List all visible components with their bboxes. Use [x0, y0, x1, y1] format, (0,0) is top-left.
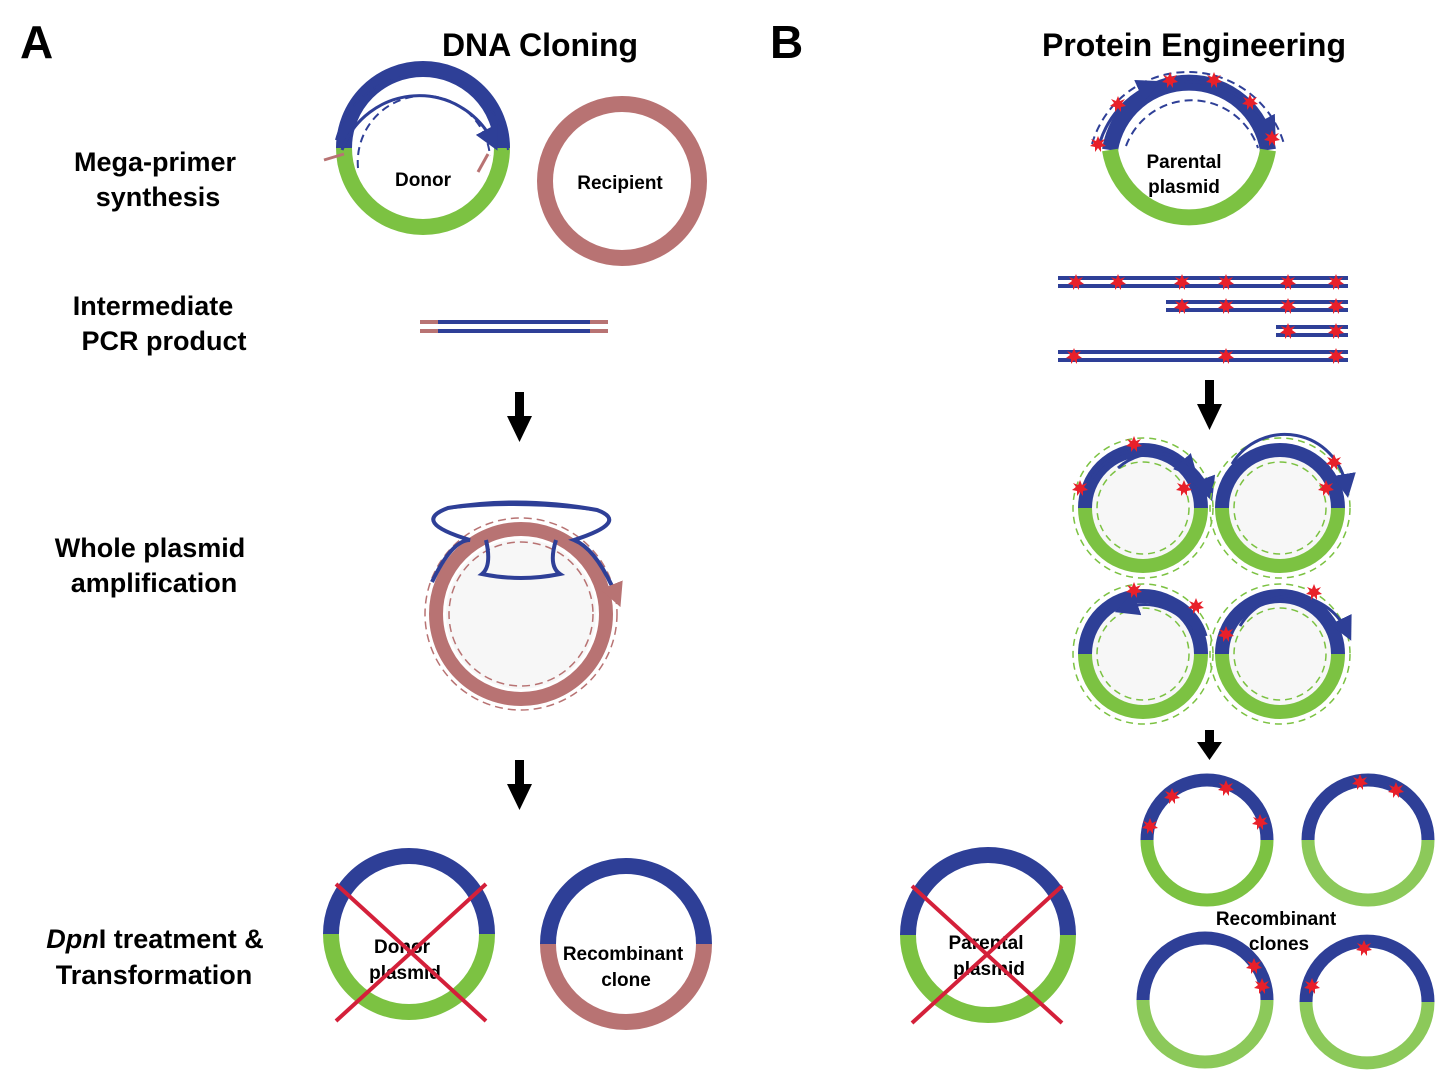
donor-plasmid	[323, 61, 510, 235]
parental-plasmid-label-line1: Parental	[1147, 152, 1222, 173]
recombinant-clone-label-line2: clone	[601, 970, 651, 991]
parental-cross-mark	[910, 884, 1064, 1025]
donor-cross-mark	[334, 882, 488, 1023]
donor-label: Donor	[395, 170, 452, 191]
arrow-down-b1	[1197, 380, 1222, 430]
panel-b-title: Protein Engineering	[1042, 27, 1346, 63]
step-whole-plasmid-line1: Whole plasmid	[55, 533, 246, 563]
recombinant-clone	[540, 858, 712, 1030]
parental-plasmid-crossed	[900, 847, 1076, 1023]
step-whole-plasmid-line2: amplification	[71, 568, 238, 598]
amplification-circle-1	[1072, 436, 1216, 579]
arrow-down-a2	[507, 760, 532, 810]
recombinant-clones-label-line1: Recombinant	[1216, 909, 1337, 930]
recipient-plasmid	[537, 96, 707, 266]
recombinant-clone-4	[1299, 934, 1435, 1070]
donor-plasmid-crossed	[323, 848, 495, 1020]
parental-plasmid-label-line2: plasmid	[1148, 177, 1220, 198]
arrow-down-b2	[1197, 730, 1222, 760]
intermediate-pcr-product	[420, 320, 608, 333]
step-intermediate-line1: Intermediate	[73, 291, 234, 321]
amplification-circle-4	[1209, 583, 1352, 725]
donor-plasmid-label-line2: plasmid	[369, 963, 441, 984]
parental-plasmid-top	[1090, 71, 1285, 226]
recipient-label: Recipient	[577, 173, 663, 194]
panel-a-letter: A	[20, 16, 53, 68]
recombinant-clone-3	[1136, 931, 1274, 1069]
step-transformation: Transformation	[56, 960, 253, 990]
step-dpni-italic: Dpn	[46, 924, 98, 954]
amplification-circle-2	[1209, 432, 1356, 579]
arrow-down-a1	[507, 392, 532, 442]
donor-plasmid-label-line1: Donor	[374, 937, 431, 958]
panel-a-title: DNA Cloning	[442, 27, 638, 63]
step-dpni-rest: I treatment &	[99, 924, 264, 954]
whole-plasmid-amplification	[424, 500, 623, 711]
step-mega-primer-line1: Mega-primer	[74, 147, 237, 177]
parental-crossed-label-line1: Parental	[949, 933, 1024, 954]
recombinant-clone-2	[1301, 773, 1435, 907]
amplification-circle-3	[1072, 582, 1214, 725]
step-intermediate-line2: PCR product	[82, 326, 247, 356]
step-mega-primer-line2: synthesis	[96, 182, 221, 212]
recombinant-clones-label-line2: clones	[1249, 934, 1309, 955]
panel-b-letter: B	[770, 16, 803, 68]
mutated-fragments	[1058, 274, 1348, 364]
recombinant-clone-1	[1140, 773, 1274, 907]
step-dpni: DpnI treatment &	[46, 924, 264, 954]
recombinant-clone-label-line1: Recombinant	[563, 944, 684, 965]
